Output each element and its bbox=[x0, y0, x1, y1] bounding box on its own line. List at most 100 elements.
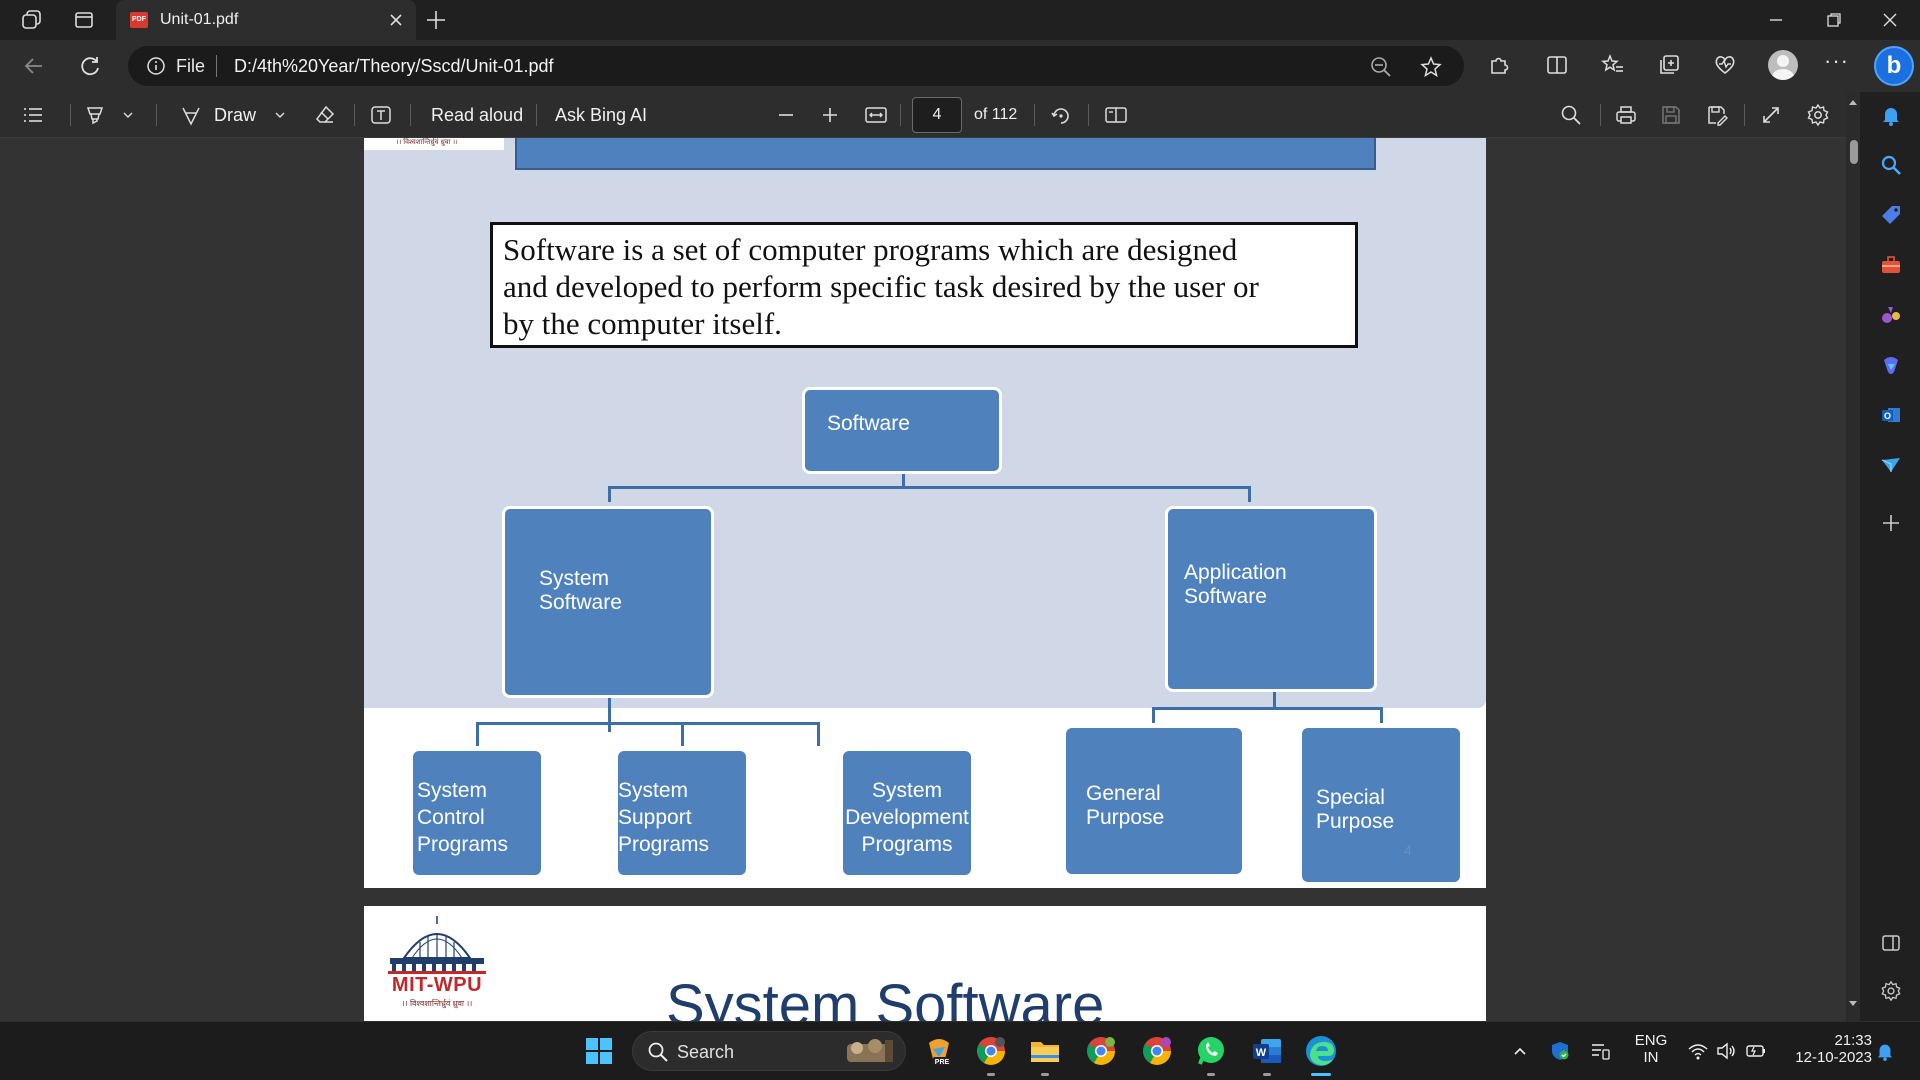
save-as-icon[interactable] bbox=[1706, 102, 1728, 128]
refresh-icon[interactable] bbox=[74, 50, 106, 82]
zoom-in-plus-icon[interactable] bbox=[820, 102, 840, 128]
notifications-bell-icon[interactable] bbox=[1878, 102, 1904, 128]
whatsapp-icon[interactable] bbox=[1194, 1034, 1228, 1076]
running-indicator bbox=[987, 1073, 995, 1076]
ask-bing-button[interactable]: Ask Bing AI bbox=[555, 104, 648, 125]
word-icon[interactable]: W bbox=[1250, 1034, 1284, 1076]
favorites-icon[interactable] bbox=[1600, 52, 1626, 78]
shopping-tag-icon[interactable] bbox=[1878, 202, 1904, 228]
erase-icon[interactable] bbox=[314, 102, 336, 128]
search-label: Search bbox=[677, 1042, 735, 1062]
zoom-out-minus-icon[interactable] bbox=[776, 102, 796, 128]
highlight-icon[interactable] bbox=[84, 102, 106, 128]
connector bbox=[1152, 707, 1382, 710]
rotate-icon[interactable] bbox=[1050, 102, 1072, 128]
sidebar-settings-gear-icon[interactable] bbox=[1878, 978, 1904, 1004]
favorite-star-icon[interactable] bbox=[1420, 56, 1442, 78]
connector bbox=[476, 722, 479, 746]
connector bbox=[1152, 707, 1155, 723]
clock[interactable]: 21:33 12-10-2023 bbox=[1782, 1032, 1872, 1066]
minimize-icon[interactable] bbox=[1762, 6, 1790, 34]
start-windows-icon[interactable] bbox=[582, 1034, 616, 1068]
next-slide-title: System Software bbox=[666, 973, 1105, 1021]
page-view-icon[interactable] bbox=[1104, 102, 1128, 128]
language-code: ENG bbox=[1634, 1032, 1668, 1049]
connector bbox=[1380, 707, 1383, 723]
node-system-support-programs: System Support Programs bbox=[618, 751, 746, 875]
security-shield-icon[interactable] bbox=[1546, 1034, 1574, 1068]
chrome-profile-2-icon[interactable] bbox=[1084, 1034, 1118, 1068]
definition-box: Software is a set of computer programs w… bbox=[490, 222, 1358, 348]
pdf-viewer[interactable]: ।। विश्वशान्तिर्ध्रुवं ध्रुवा ।। Softwar… bbox=[0, 138, 1860, 1021]
battery-icon[interactable] bbox=[1742, 1034, 1770, 1068]
back-icon[interactable] bbox=[18, 50, 50, 82]
copilot-preview-app-icon[interactable]: PRE bbox=[922, 1034, 956, 1068]
profile-avatar[interactable] bbox=[1768, 50, 1798, 80]
split-screen-icon[interactable] bbox=[1544, 52, 1570, 78]
pdf-settings-gear-icon[interactable] bbox=[1806, 102, 1830, 128]
tab-actions-icon[interactable] bbox=[72, 8, 96, 32]
edge-browser-icon[interactable] bbox=[1304, 1034, 1338, 1076]
highlight-options-chevron-icon[interactable] bbox=[122, 102, 134, 128]
add-text-icon[interactable] bbox=[370, 102, 392, 128]
workspaces-icon[interactable] bbox=[20, 8, 44, 32]
show-hidden-icons-chevron[interactable] bbox=[1506, 1034, 1534, 1068]
node-label: System Support Programs bbox=[618, 779, 710, 856]
close-tab-icon[interactable] bbox=[386, 10, 406, 30]
fit-to-width-icon[interactable] bbox=[864, 102, 888, 128]
extensions-icon[interactable] bbox=[1486, 52, 1512, 78]
browser-essentials-icon[interactable] bbox=[1712, 52, 1738, 78]
url-text[interactable]: D:/4th%20Year/Theory/Sscd/Unit-01.pdf bbox=[234, 56, 554, 76]
node-general-purpose: General Purpose bbox=[1066, 728, 1242, 874]
chrome-profile-1-icon[interactable] bbox=[974, 1034, 1008, 1076]
draw-options-chevron-icon[interactable] bbox=[274, 102, 286, 128]
save-icon[interactable] bbox=[1660, 102, 1682, 128]
add-sidebar-app-icon[interactable] bbox=[1878, 510, 1904, 536]
search-icon[interactable] bbox=[1878, 152, 1904, 178]
contents-icon[interactable] bbox=[22, 102, 44, 128]
hide-sidebar-icon[interactable] bbox=[1878, 930, 1904, 956]
connector bbox=[608, 486, 611, 502]
input-indicator-icon[interactable] bbox=[1586, 1034, 1614, 1068]
info-icon[interactable] bbox=[146, 56, 166, 76]
node-label: Application Software bbox=[1184, 561, 1287, 608]
full-screen-icon[interactable] bbox=[1760, 102, 1782, 128]
zoom-out-icon[interactable] bbox=[1370, 56, 1392, 78]
new-tab-icon[interactable] bbox=[424, 8, 448, 32]
notification-center-bell-icon[interactable] bbox=[1870, 1034, 1900, 1068]
pdf-scrollbar[interactable] bbox=[1846, 92, 1860, 1021]
volume-icon[interactable] bbox=[1712, 1034, 1740, 1068]
read-aloud-button[interactable]: Read aloud bbox=[431, 104, 524, 125]
page-number-input[interactable]: 4 bbox=[912, 97, 962, 133]
toolbar-separator bbox=[1088, 104, 1089, 126]
close-window-icon[interactable] bbox=[1876, 6, 1904, 34]
address-bar[interactable]: File D:/4th%20Year/Theory/Sscd/Unit-01.p… bbox=[128, 46, 1464, 86]
print-icon[interactable] bbox=[1614, 102, 1638, 128]
tab-title: Unit-01.pdf bbox=[160, 11, 239, 28]
games-icon[interactable] bbox=[1878, 302, 1904, 328]
pdf-toolbar: Draw Read aloud Ask Bing AI 4 of 112 bbox=[0, 92, 1860, 138]
collections-icon[interactable] bbox=[1656, 52, 1682, 78]
tab-unit-01[interactable]: PDF Unit-01.pdf bbox=[116, 0, 416, 40]
toolbar-separator bbox=[70, 104, 71, 126]
scroll-up-icon[interactable] bbox=[1846, 96, 1860, 108]
find-in-pdf-icon[interactable] bbox=[1560, 102, 1582, 128]
chrome-profile-3-icon[interactable] bbox=[1140, 1034, 1174, 1068]
copilot-icon[interactable] bbox=[1878, 352, 1904, 378]
file-explorer-icon[interactable] bbox=[1028, 1034, 1062, 1076]
draw-button[interactable]: Draw bbox=[180, 102, 256, 128]
more-options-icon[interactable]: ··· bbox=[1824, 48, 1849, 73]
drop-send-icon[interactable] bbox=[1878, 452, 1904, 478]
search-highlight-icon bbox=[847, 1039, 893, 1062]
restore-icon[interactable] bbox=[1820, 6, 1848, 34]
connector bbox=[476, 722, 818, 725]
outlook-icon[interactable]: O bbox=[1878, 402, 1904, 428]
tools-briefcase-icon[interactable] bbox=[1878, 252, 1904, 278]
scroll-thumb[interactable] bbox=[1850, 140, 1858, 164]
running-indicator bbox=[1207, 1073, 1215, 1076]
language-indicator[interactable]: ENG IN bbox=[1628, 1032, 1674, 1066]
taskbar-search[interactable]: Search bbox=[632, 1031, 906, 1071]
scroll-down-icon[interactable] bbox=[1846, 998, 1860, 1010]
bing-copilot-icon[interactable]: b bbox=[1874, 46, 1914, 86]
wifi-icon[interactable] bbox=[1684, 1034, 1712, 1068]
